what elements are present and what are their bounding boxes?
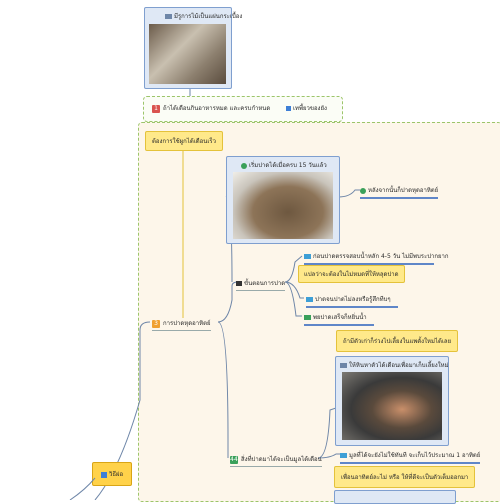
line-photo1-to-after [337,189,360,198]
photo2-caption: ให้หินหาตัวได้เดือนเพื่อมาเก็บเลี้ยงใหม่ [340,360,449,370]
process-node[interactable]: ขั้นตอนการปาด [236,278,286,291]
move-row[interactable]: เทพี้ยวของยัง [286,103,327,113]
line-step44-to-sub5 [317,453,340,459]
photo-node-2[interactable]: ให้หินหาตัวได้เดือนเพื่อมาเก็บเลี้ยงใหม่ [335,356,449,446]
line-step44-to-photo2 [317,407,337,459]
image-icon [340,363,347,368]
photo1-caption: เริ่มปาดได้เมื่อครบ 15 วันแล้ว [241,160,327,170]
root-node[interactable]: วิธีผ่อ [92,462,133,486]
photo-node-top[interactable]: มีรูการไม้เป็นแผ่นกระเบื้อง [144,7,242,89]
after-node[interactable]: หลังจากนั้นก็ปาดหุดอาหิตย์ [360,185,439,199]
photo-tiles [149,24,226,84]
sub1-node[interactable]: ก่อนปาดตรรจสอบน้ำหลัก 4-5 วัน ไม่มีพบระป… [304,251,449,265]
clock-icon [241,162,247,169]
warn-label: ถ้าได้เดือนกินอาหารหมด และครบกำหนด [163,105,271,112]
photo-soil-bin [233,172,333,239]
image-icon [165,14,172,19]
line-step3-to-step44 [217,321,229,458]
sub2-note[interactable]: แปลว่าจะต้องในไม่หมดที่ให้หลุดปาด [298,265,405,283]
tool-icon [236,281,242,286]
cycle-icon [360,187,366,194]
warn-num: 1 [152,104,160,113]
step3-label: การปาดหุดอาหิตย์ [163,320,211,327]
flag-icon [304,254,311,259]
sub4-node[interactable]: พยปาดเสร็จก็หยิ่นน้ำ [304,312,374,326]
step3-num: 3 [152,319,160,328]
photo-node-1[interactable]: เริ่มปาดได้เมื่อครบ 15 วันแล้ว [226,156,340,244]
note-icon [101,471,107,478]
sub6-note[interactable]: เพื่อนอาทิตย์ละไม่ หรือ ให้ที่ดีจะเป็นตั… [334,466,476,488]
data-note[interactable]: ต้องการใช้ผูกได้เดือนเร็ว [145,131,224,151]
top-photo-caption: มีรูการไม้เป็นแผ่นกระเบื้อง [165,11,242,21]
step-note2[interactable]: ถ้ามีตัวเก่าก็ร่วงไปเลี้ยงในแพตั้งใหม่ได… [336,330,459,352]
flag-icon [340,453,347,458]
step44-num: 44 [230,455,238,464]
flag-icon [306,297,313,302]
step44-label: สิ่งที่ปาดมาได้จะเป็นมูลได้เดือน [241,456,322,463]
sub3-node[interactable]: ปาดจนปาดไม่ลงหรือรู้สึกทีบๆ [306,294,398,308]
photo-hands-bin [342,372,442,440]
line-process-sub4 [284,281,302,317]
flag-icon [304,315,311,320]
section-frame-top [143,96,343,122]
sub5-node[interactable]: มูลที่ได้จะยังไม่ใช้ทันที จะเก็บไว้ประมา… [340,450,481,464]
line-step3-to-process [217,281,239,323]
move-label: เทพี้ยวของยัง [293,105,327,112]
download-icon [286,106,291,111]
